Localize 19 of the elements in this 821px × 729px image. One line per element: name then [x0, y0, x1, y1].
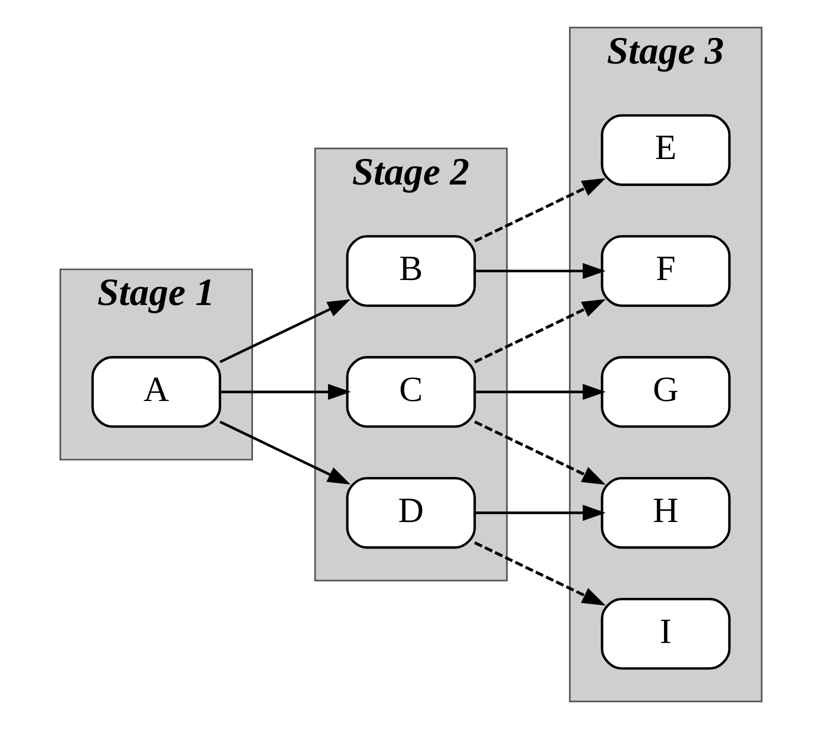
- arrow: [474, 420, 606, 485]
- node-box: F: [600, 235, 730, 307]
- arrow: [474, 504, 606, 521]
- node-box: I: [600, 598, 730, 670]
- arrow: [474, 299, 606, 364]
- node-box: E: [600, 114, 730, 186]
- arrow: [474, 262, 606, 280]
- arrow: [474, 178, 606, 242]
- node-box: C: [346, 356, 476, 428]
- node-box: G: [600, 356, 730, 428]
- arrow: [220, 384, 350, 400]
- arrow: [219, 299, 350, 364]
- arrow: [474, 384, 606, 400]
- arrow: [474, 541, 606, 606]
- node-box: H: [600, 476, 730, 549]
- node-box: A: [90, 356, 221, 428]
- node-box: B: [346, 235, 476, 307]
- node-box: D: [346, 476, 476, 549]
- arrow: [219, 420, 350, 485]
